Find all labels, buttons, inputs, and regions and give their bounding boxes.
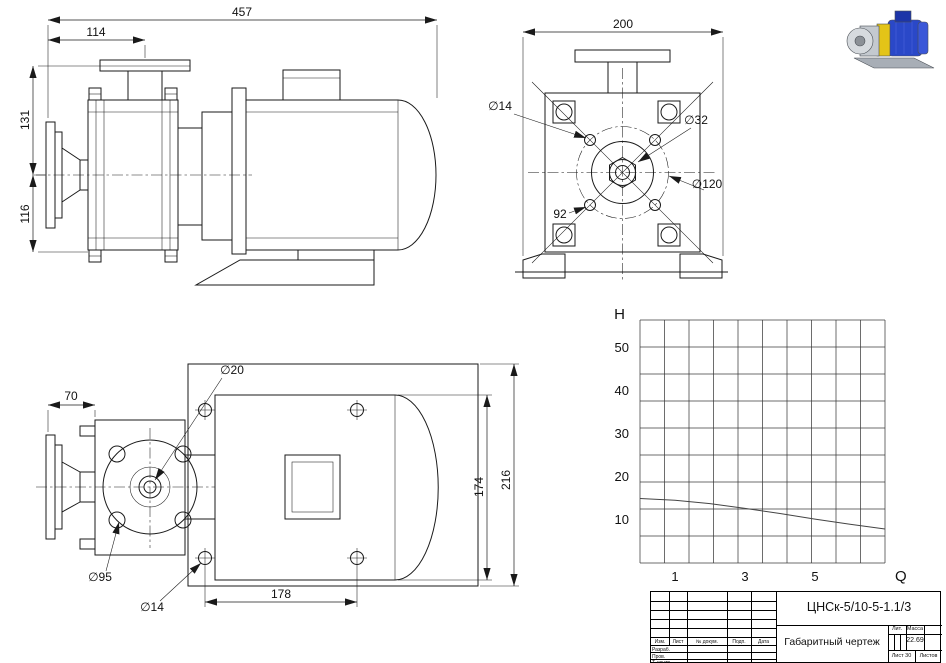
dim-178: 178 xyxy=(271,587,291,601)
sheets-label: Листов xyxy=(919,653,938,659)
doc-type: Габаритный чертеж xyxy=(784,636,880,648)
top-view-dimensions: 70 ∅20 174 216 ∅95 ∅14 178 xyxy=(47,363,519,614)
side-view-dimensions: 457 114 131 116 xyxy=(18,5,438,253)
thumb-terminal-box xyxy=(894,10,912,23)
x-tick: 1 xyxy=(671,569,678,584)
y-tick: 50 xyxy=(615,340,629,355)
dim-200: 200 xyxy=(613,17,633,31)
col-data: Дата xyxy=(757,638,770,645)
dim-dia14: ∅14 xyxy=(488,99,512,113)
dim-216: 216 xyxy=(499,470,513,490)
dim-dia14-plate: ∅14 xyxy=(140,600,164,614)
mass-value: 22.69 xyxy=(906,637,924,644)
thumb-motor xyxy=(887,19,923,57)
dim-dia95: ∅95 xyxy=(88,570,112,584)
pump-front-geometry xyxy=(515,49,728,280)
dim-116: 116 xyxy=(18,204,32,223)
y-tick: 30 xyxy=(615,426,629,441)
thumb-fan-cover xyxy=(917,21,929,55)
x-tick: 3 xyxy=(741,569,748,584)
role-tkontr: Т. контр. xyxy=(652,660,672,663)
dim-457: 457 xyxy=(232,5,252,19)
title-block: ЦНСк-5/10-5-1.1/3 Габаритный чертеж Лит.… xyxy=(650,591,942,663)
chart-grid xyxy=(639,319,886,564)
lit-label: Лит. xyxy=(891,626,903,632)
mass-label: Масса xyxy=(906,626,924,632)
col-podp: Подп. xyxy=(732,638,746,645)
y-tick: 10 xyxy=(615,512,629,527)
pump-top-geometry xyxy=(36,363,479,587)
thumb-baseplate xyxy=(853,57,935,69)
dim-174: 174 xyxy=(472,477,486,497)
y-tick: 20 xyxy=(615,469,629,484)
front-view: 200 ∅14 ∅32 ∅120 92 xyxy=(488,17,728,280)
sheet-label: Лист 30 xyxy=(891,653,912,659)
dim-dia32: ∅32 xyxy=(684,113,708,127)
side-view: 457 114 131 116 xyxy=(18,5,438,286)
dim-dia120: ∅120 xyxy=(692,177,723,191)
dim-114: 114 xyxy=(86,25,105,39)
chart-y-ticks: 10 20 30 40 50 xyxy=(615,340,629,527)
dim-92: 92 xyxy=(553,207,567,221)
front-view-dimensions: 200 ∅14 ∅32 ∅120 92 xyxy=(488,17,724,256)
col-list: Лист xyxy=(672,638,684,645)
dim-70: 70 xyxy=(64,389,78,403)
chart-x-ticks: 1 3 5 xyxy=(671,569,818,584)
top-view: 70 ∅20 174 216 ∅95 ∅14 178 xyxy=(36,363,519,614)
dim-131: 131 xyxy=(18,110,32,130)
col-docnum: № докум. xyxy=(696,638,718,645)
performance-chart: H Q 10 20 30 40 50 1 3 5 xyxy=(614,306,907,585)
doc-designation: ЦНСк-5/10-5-1.1/3 xyxy=(806,600,912,614)
pump-3d-thumbnail xyxy=(846,10,935,69)
chart-ylabel: H xyxy=(614,306,625,323)
role-razrab: Разраб. xyxy=(652,646,671,653)
chart-xlabel: Q xyxy=(895,568,907,585)
col-izm: Изм. xyxy=(654,638,666,645)
chart-curve xyxy=(639,498,886,530)
y-tick: 40 xyxy=(615,383,629,398)
x-tick: 5 xyxy=(811,569,818,584)
role-prov: Пров. xyxy=(652,653,666,660)
dim-dia20: ∅20 xyxy=(220,363,244,377)
pump-side-geometry xyxy=(34,59,437,286)
